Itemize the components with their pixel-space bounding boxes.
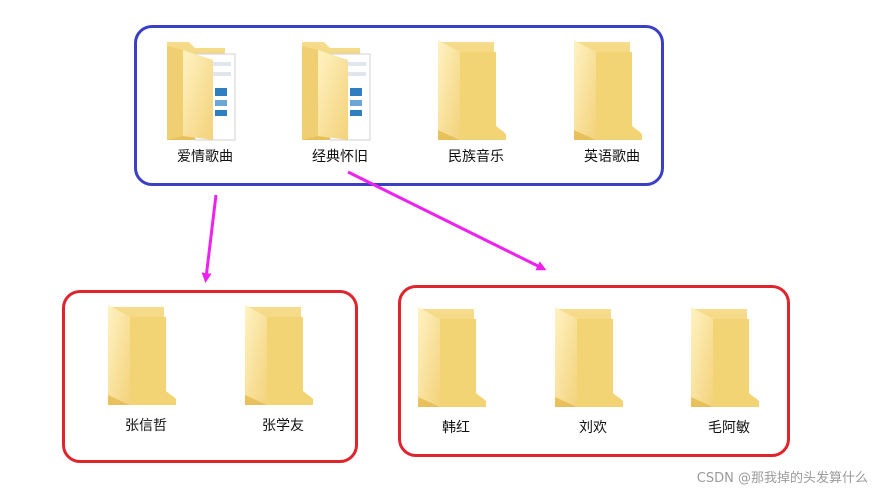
folder-label: 经典怀旧 [312, 149, 368, 165]
folder-icon [438, 40, 506, 140]
folder-with-documents-icon [302, 42, 371, 141]
folder-icon [574, 40, 642, 140]
folder-icon [691, 307, 759, 407]
folder-icon [108, 305, 176, 405]
folder-label: 张信哲 [125, 418, 167, 434]
folder-aiqing[interactable]: 爱情歌曲 [165, 38, 245, 165]
watermark: CSDN @那我掉的头发算什么 [696, 471, 868, 486]
folder-label: 英语歌曲 [584, 149, 640, 165]
folder-label: 张学友 [262, 418, 304, 434]
folder-label: 毛阿敏 [708, 420, 750, 436]
arrow-to-left-group [201, 194, 218, 283]
folder-icon [418, 307, 486, 407]
folder-liuhuan[interactable]: 刘欢 [553, 305, 633, 436]
folder-icon [245, 305, 313, 405]
folder-label: 刘欢 [579, 420, 607, 436]
folder-with-documents-icon [167, 42, 236, 141]
folder-jingdian[interactable]: 经典怀旧 [300, 38, 380, 165]
folder-label: 爱情歌曲 [177, 149, 233, 165]
bottom-right-group-box [398, 285, 790, 457]
folder-hanhong[interactable]: 韩红 [416, 305, 496, 436]
top-group-box [134, 25, 664, 186]
folder-label: 韩红 [442, 420, 470, 436]
folder-maoamin[interactable]: 毛阿敏 [689, 305, 769, 436]
folder-zhangxinzhe[interactable]: 张信哲 [106, 303, 186, 434]
folder-label: 民族音乐 [448, 149, 504, 165]
bottom-left-group-box [62, 290, 358, 463]
folder-zhangxueyou[interactable]: 张学友 [243, 303, 323, 434]
folder-minzu[interactable]: 民族音乐 [436, 38, 516, 165]
folder-yingyu[interactable]: 英语歌曲 [572, 38, 652, 165]
arrow-to-right-group [347, 170, 547, 271]
folder-icon [555, 307, 623, 407]
